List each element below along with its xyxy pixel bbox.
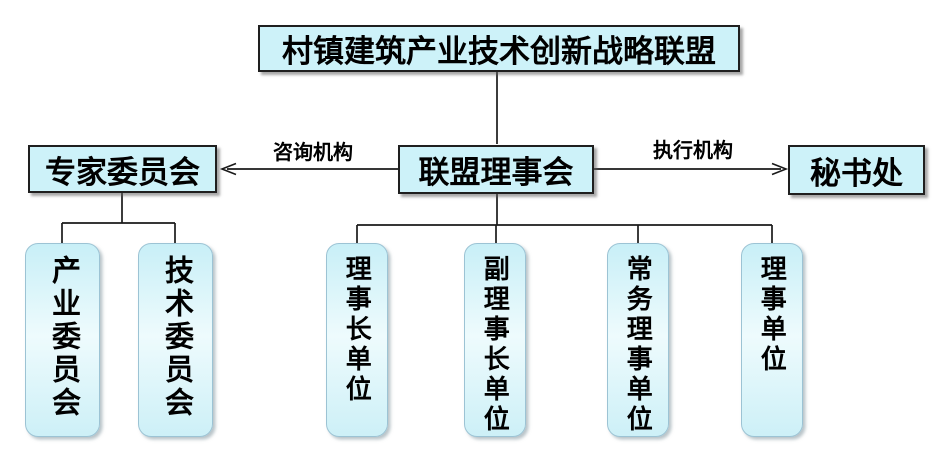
node-standing-director-unit: 常务理事单位 <box>607 243 669 437</box>
node-vice-chairman-unit-label: 副理事长单位 <box>480 255 511 435</box>
node-alliance-council: 联盟理事会 <box>398 145 594 194</box>
node-secretariat: 秘书处 <box>788 145 925 195</box>
node-industry-committee-label: 产业委员会 <box>47 255 80 420</box>
node-director-unit: 理事单位 <box>741 243 803 437</box>
node-root: 村镇建筑产业技术创新战略联盟 <box>258 25 740 72</box>
node-technology-committee: 技术委员会 <box>138 243 213 437</box>
node-vice-chairman-unit: 副理事长单位 <box>464 243 526 437</box>
node-industry-committee: 产业委员会 <box>25 243 100 437</box>
node-standing-director-unit-label: 常务理事单位 <box>623 255 654 435</box>
edge-label-advisory: 咨询机构 <box>273 142 353 164</box>
node-expert-committee: 专家委员会 <box>28 145 217 193</box>
node-technology-committee-label: 技术委员会 <box>160 255 193 420</box>
edge-label-executive: 执行机构 <box>653 140 733 162</box>
node-chairman-unit: 理事长单位 <box>326 243 388 437</box>
node-chairman-unit-label: 理事长单位 <box>342 255 373 405</box>
arrow-left-icon <box>219 162 237 176</box>
node-director-unit-label: 理事单位 <box>757 255 788 375</box>
arrow-right-icon <box>771 162 789 176</box>
